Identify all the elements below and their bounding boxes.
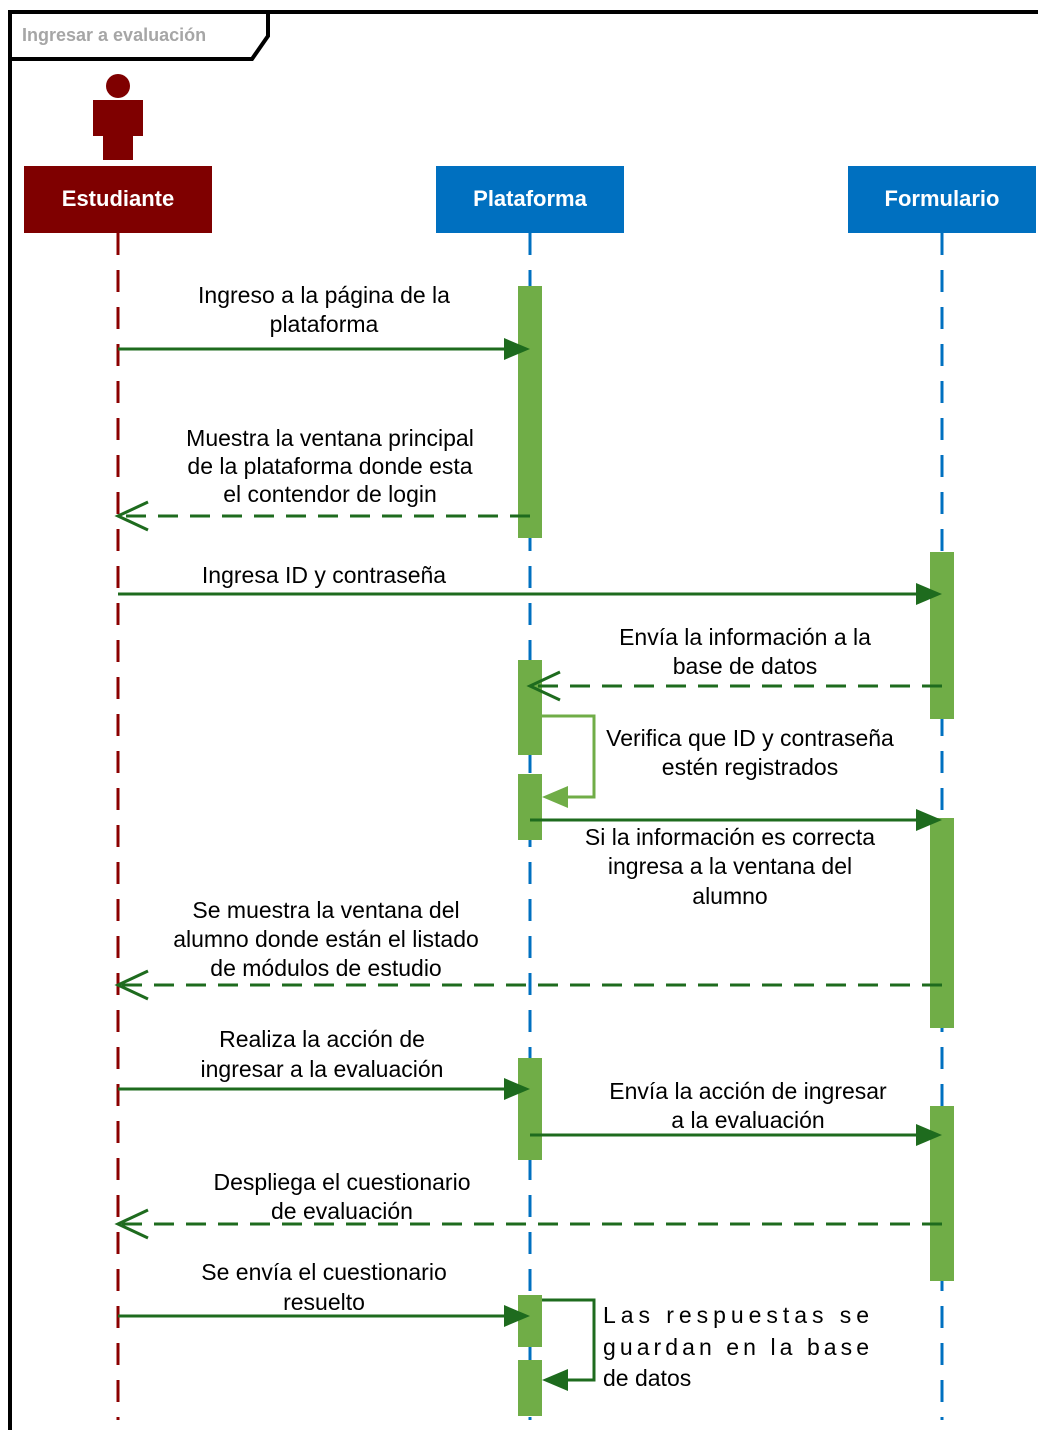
participant-headers: Estudiante Plataforma Formulario <box>24 166 1036 233</box>
message-7-label-line-3: de módulos de estudio <box>210 955 441 981</box>
message-4-label-line-1: Envía la información a la <box>619 624 871 650</box>
activation-formulario-1 <box>930 552 954 719</box>
message-6-label-line-3: alumno <box>692 883 767 909</box>
message-2-label-line-1: Muestra la ventana principal <box>186 425 474 451</box>
message-1: Ingreso a la página de la plataforma <box>118 282 530 360</box>
activation-plataforma-2 <box>518 660 542 755</box>
message-12-self: Las respuestas se guardan en la base de … <box>542 1298 869 1391</box>
message-3-label-line-1: Ingresa ID y contraseña <box>202 562 446 588</box>
activation-bars <box>518 286 954 1416</box>
message-1-label-line-2: plataforma <box>270 311 379 337</box>
messages: Ingreso a la página de la plataforma Mue… <box>114 282 942 1391</box>
message-7-label-line-2: alumno donde están el listado <box>173 926 479 952</box>
message-6-arrowhead <box>916 809 942 831</box>
message-6-label-line-2: ingresa a la ventana del <box>608 853 852 879</box>
activation-plataforma-4 <box>518 1058 542 1160</box>
message-8-arrowhead <box>504 1078 530 1100</box>
participant-label-plataforma: Plataforma <box>473 186 587 211</box>
message-5-label-line-2: estén registrados <box>662 754 838 780</box>
message-2-arrowhead <box>114 500 149 532</box>
frame-title: Ingresar a evaluación <box>22 25 206 45</box>
participant-label-estudiante: Estudiante <box>62 186 174 211</box>
participant-box-plataforma <box>436 166 624 233</box>
message-6: Si la información es correcta ingresa a … <box>530 809 942 909</box>
activation-plataforma-6 <box>518 1360 542 1416</box>
message-9-label-line-2: a la evaluación <box>671 1107 824 1133</box>
frame-title-tab <box>8 10 270 61</box>
message-12-label-line-3: de datos <box>603 1365 691 1391</box>
message-1-label-line-1: Ingreso a la página de la <box>198 282 450 308</box>
message-8: Realiza la acción de ingresar a la evalu… <box>118 1026 530 1100</box>
message-2-label-line-3: el contendor de login <box>223 481 437 507</box>
actor-person-icon <box>93 74 143 160</box>
activation-formulario-2 <box>930 818 954 1028</box>
participant-box-formulario <box>848 166 1036 233</box>
message-9-arrowhead <box>916 1124 942 1146</box>
message-2: Muestra la ventana principal de la plata… <box>114 425 530 532</box>
message-10: Despliega el cuestionario de evaluación <box>114 1169 942 1240</box>
message-10-label-line-2: de evaluación <box>271 1198 413 1224</box>
activation-plataforma-5 <box>518 1295 542 1347</box>
message-4-arrowhead <box>526 670 561 702</box>
activation-plataforma-3 <box>518 774 542 840</box>
activation-plataforma-1 <box>518 286 542 538</box>
message-1-arrowhead <box>504 338 530 360</box>
message-7-label-line-1: Se muestra la ventana del <box>192 897 459 923</box>
message-5-self: Verifica que ID y contraseña estén regis… <box>542 714 894 808</box>
message-9-label-line-1: Envía la acción de ingresar <box>609 1078 887 1104</box>
participant-box-estudiante <box>24 166 212 233</box>
message-3: Ingresa ID y contraseña <box>118 562 942 605</box>
message-12-line <box>542 1298 596 1382</box>
message-8-label-line-2: ingresar a la evaluación <box>201 1056 444 1082</box>
message-2-label-line-2: de la plataforma donde esta <box>187 453 472 479</box>
message-4-label-line-2: base de datos <box>673 653 818 679</box>
message-10-arrowhead <box>114 1208 149 1240</box>
participant-plataforma: Plataforma <box>436 166 624 233</box>
message-5-arrowhead <box>542 786 568 808</box>
frame-border <box>8 10 1038 1430</box>
message-7-arrowhead <box>114 969 149 1001</box>
message-5-line <box>542 714 596 799</box>
message-7: Se muestra la ventana del alumno donde e… <box>114 897 942 1001</box>
message-11-label-line-2: resuelto <box>283 1289 365 1315</box>
message-3-arrowhead <box>916 583 942 605</box>
message-11-label-line-1: Se envía el cuestionario <box>201 1259 447 1285</box>
message-11-arrowhead <box>504 1305 530 1327</box>
participant-label-formulario: Formulario <box>885 186 1000 211</box>
message-12-arrowhead <box>542 1369 568 1391</box>
frame: Ingresar a evaluación <box>8 10 1038 1430</box>
message-9: Envía la acción de ingresar a la evaluac… <box>530 1078 942 1146</box>
participant-formulario: Formulario <box>848 166 1036 233</box>
message-11: Se envía el cuestionario resuelto <box>118 1259 530 1327</box>
message-10-label-line-1: Despliega el cuestionario <box>214 1169 471 1195</box>
message-5-label-line-1: Verifica que ID y contraseña <box>606 725 894 751</box>
message-12-label-line-1: Las respuestas se <box>603 1302 869 1328</box>
message-12-label-line-2: guardan en la base <box>603 1334 869 1360</box>
message-6-label-line-1: Si la información es correcta <box>585 824 875 850</box>
message-4: Envía la información a la base de datos <box>526 624 942 702</box>
participant-estudiante: Estudiante <box>24 166 212 233</box>
message-8-label-line-1: Realiza la acción de <box>219 1026 425 1052</box>
